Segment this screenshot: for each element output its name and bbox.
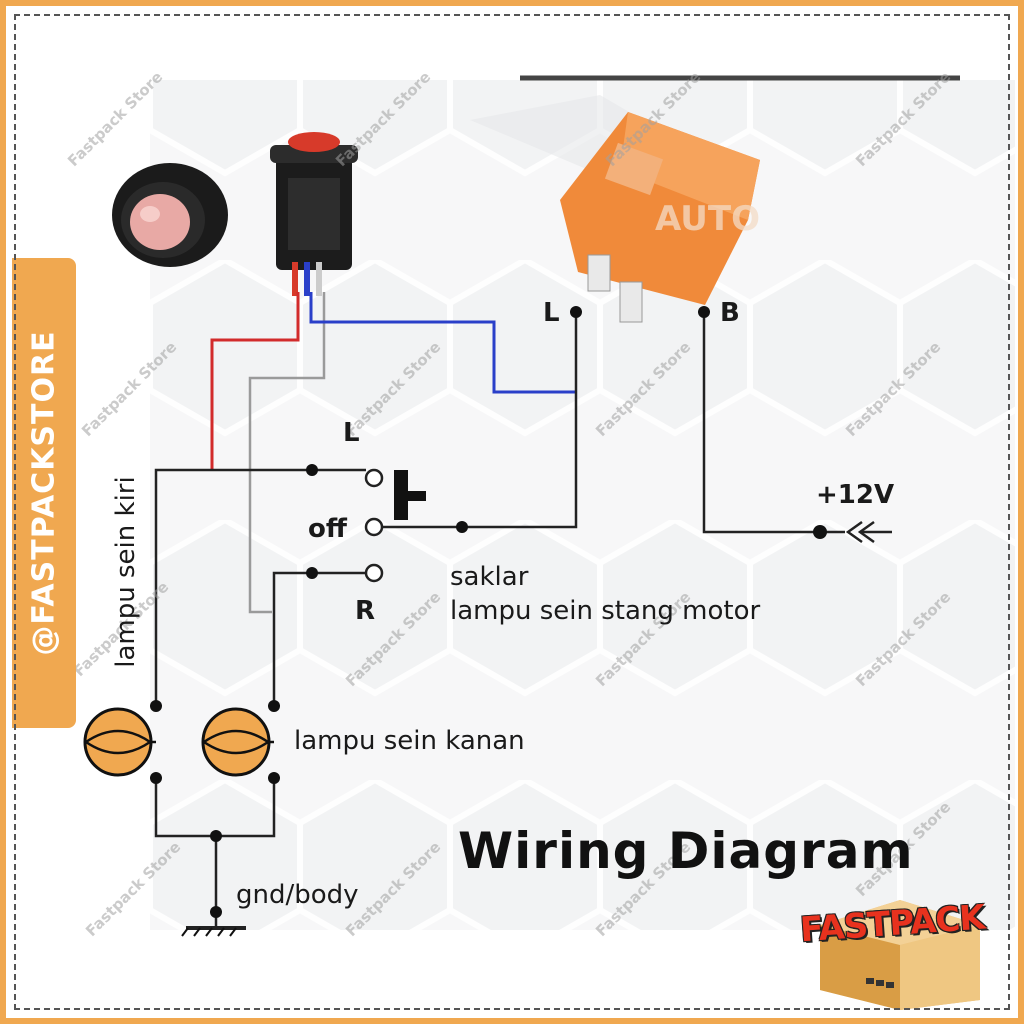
wire-black-group [154, 312, 892, 930]
relay-module [560, 112, 760, 323]
ground-symbol [181, 927, 237, 937]
junction-dots [150, 306, 827, 918]
diagram-title: Wiring Diagram [458, 822, 914, 880]
side-tab [12, 258, 76, 728]
handlebar-switch-symbol [364, 468, 426, 583]
switch-terminal-l [364, 468, 384, 488]
rocker-switch-image [112, 163, 228, 267]
switch-terminal-r [364, 563, 384, 583]
lamp-right-label: lampu sein kanan [294, 726, 525, 756]
switch-terminal-off [364, 517, 384, 537]
relay-terminal-b-label: B [720, 298, 740, 328]
fastpack-logo-box [820, 900, 980, 1010]
switch-off-label: off [308, 514, 347, 544]
push-switch-image [270, 132, 358, 296]
lamp-left-symbol [83, 707, 156, 777]
wire-gray [248, 292, 326, 614]
saklar-label: saklar [450, 562, 529, 592]
saklar-description: lampu sein stang motor [450, 596, 761, 626]
dashed-border [14, 14, 1010, 1010]
ground-label: gnd/body [236, 880, 359, 910]
switch-l-label: L [343, 418, 360, 448]
plus-12v-label: +12V [816, 480, 895, 510]
relay-label-text: AUTO [655, 199, 760, 239]
wire-blue [309, 292, 576, 394]
switch-r-label: R [355, 596, 376, 626]
lamp-right-symbol [201, 707, 274, 777]
switch-lever [394, 470, 408, 520]
wire-red [210, 292, 300, 470]
relay-terminal-l-label: L [543, 298, 560, 328]
